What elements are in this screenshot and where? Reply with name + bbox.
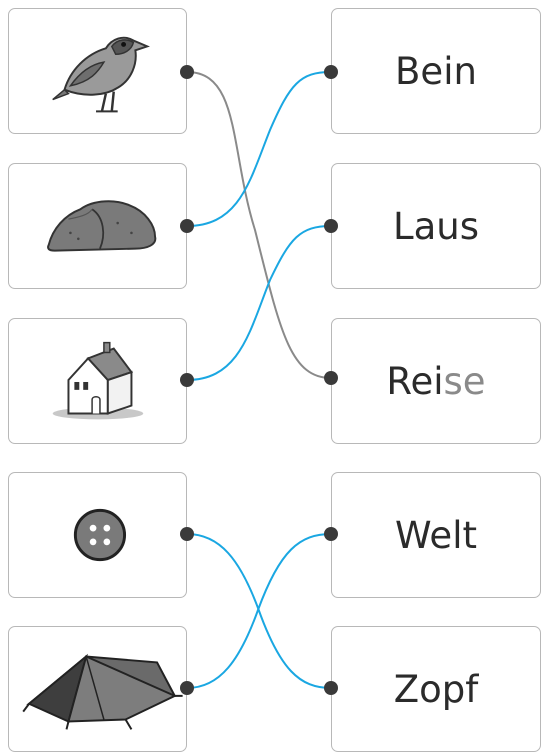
right-dot: [324, 527, 338, 541]
left-dot: [180, 373, 194, 387]
line-house-laus: [186, 225, 332, 381]
word-card-5[interactable]: Zopf: [331, 626, 541, 752]
right-dot: [324, 65, 338, 79]
word-label: Laus: [392, 204, 479, 248]
button-icon: [73, 508, 127, 562]
rock-icon: [47, 200, 157, 252]
word-label: Zopf: [393, 667, 479, 711]
word-label: Welt: [395, 513, 477, 557]
word-label: Bein: [395, 49, 477, 93]
picture-card-button[interactable]: [8, 472, 187, 598]
word-card-4[interactable]: Welt: [331, 472, 541, 598]
bird-icon: [52, 36, 150, 113]
left-dot: [180, 219, 194, 233]
picture-card-rock[interactable]: [8, 163, 187, 289]
word-card-1[interactable]: Bein: [331, 8, 541, 134]
picture-card-tent[interactable]: [8, 626, 187, 752]
left-dot: [180, 681, 194, 695]
picture-card-bird[interactable]: [8, 8, 187, 134]
right-dot: [324, 219, 338, 233]
line-button-zopf: [186, 533, 332, 689]
line-rock-bein: [186, 71, 332, 227]
right-dot: [324, 371, 338, 385]
word-card-2[interactable]: Laus: [331, 163, 541, 289]
line-tent-welt: [186, 533, 332, 689]
left-dot: [180, 527, 194, 541]
left-dot: [180, 65, 194, 79]
tent-icon: [22, 653, 183, 730]
house-icon: [52, 341, 144, 420]
line-bird-reise: [186, 71, 332, 379]
right-dot: [324, 681, 338, 695]
